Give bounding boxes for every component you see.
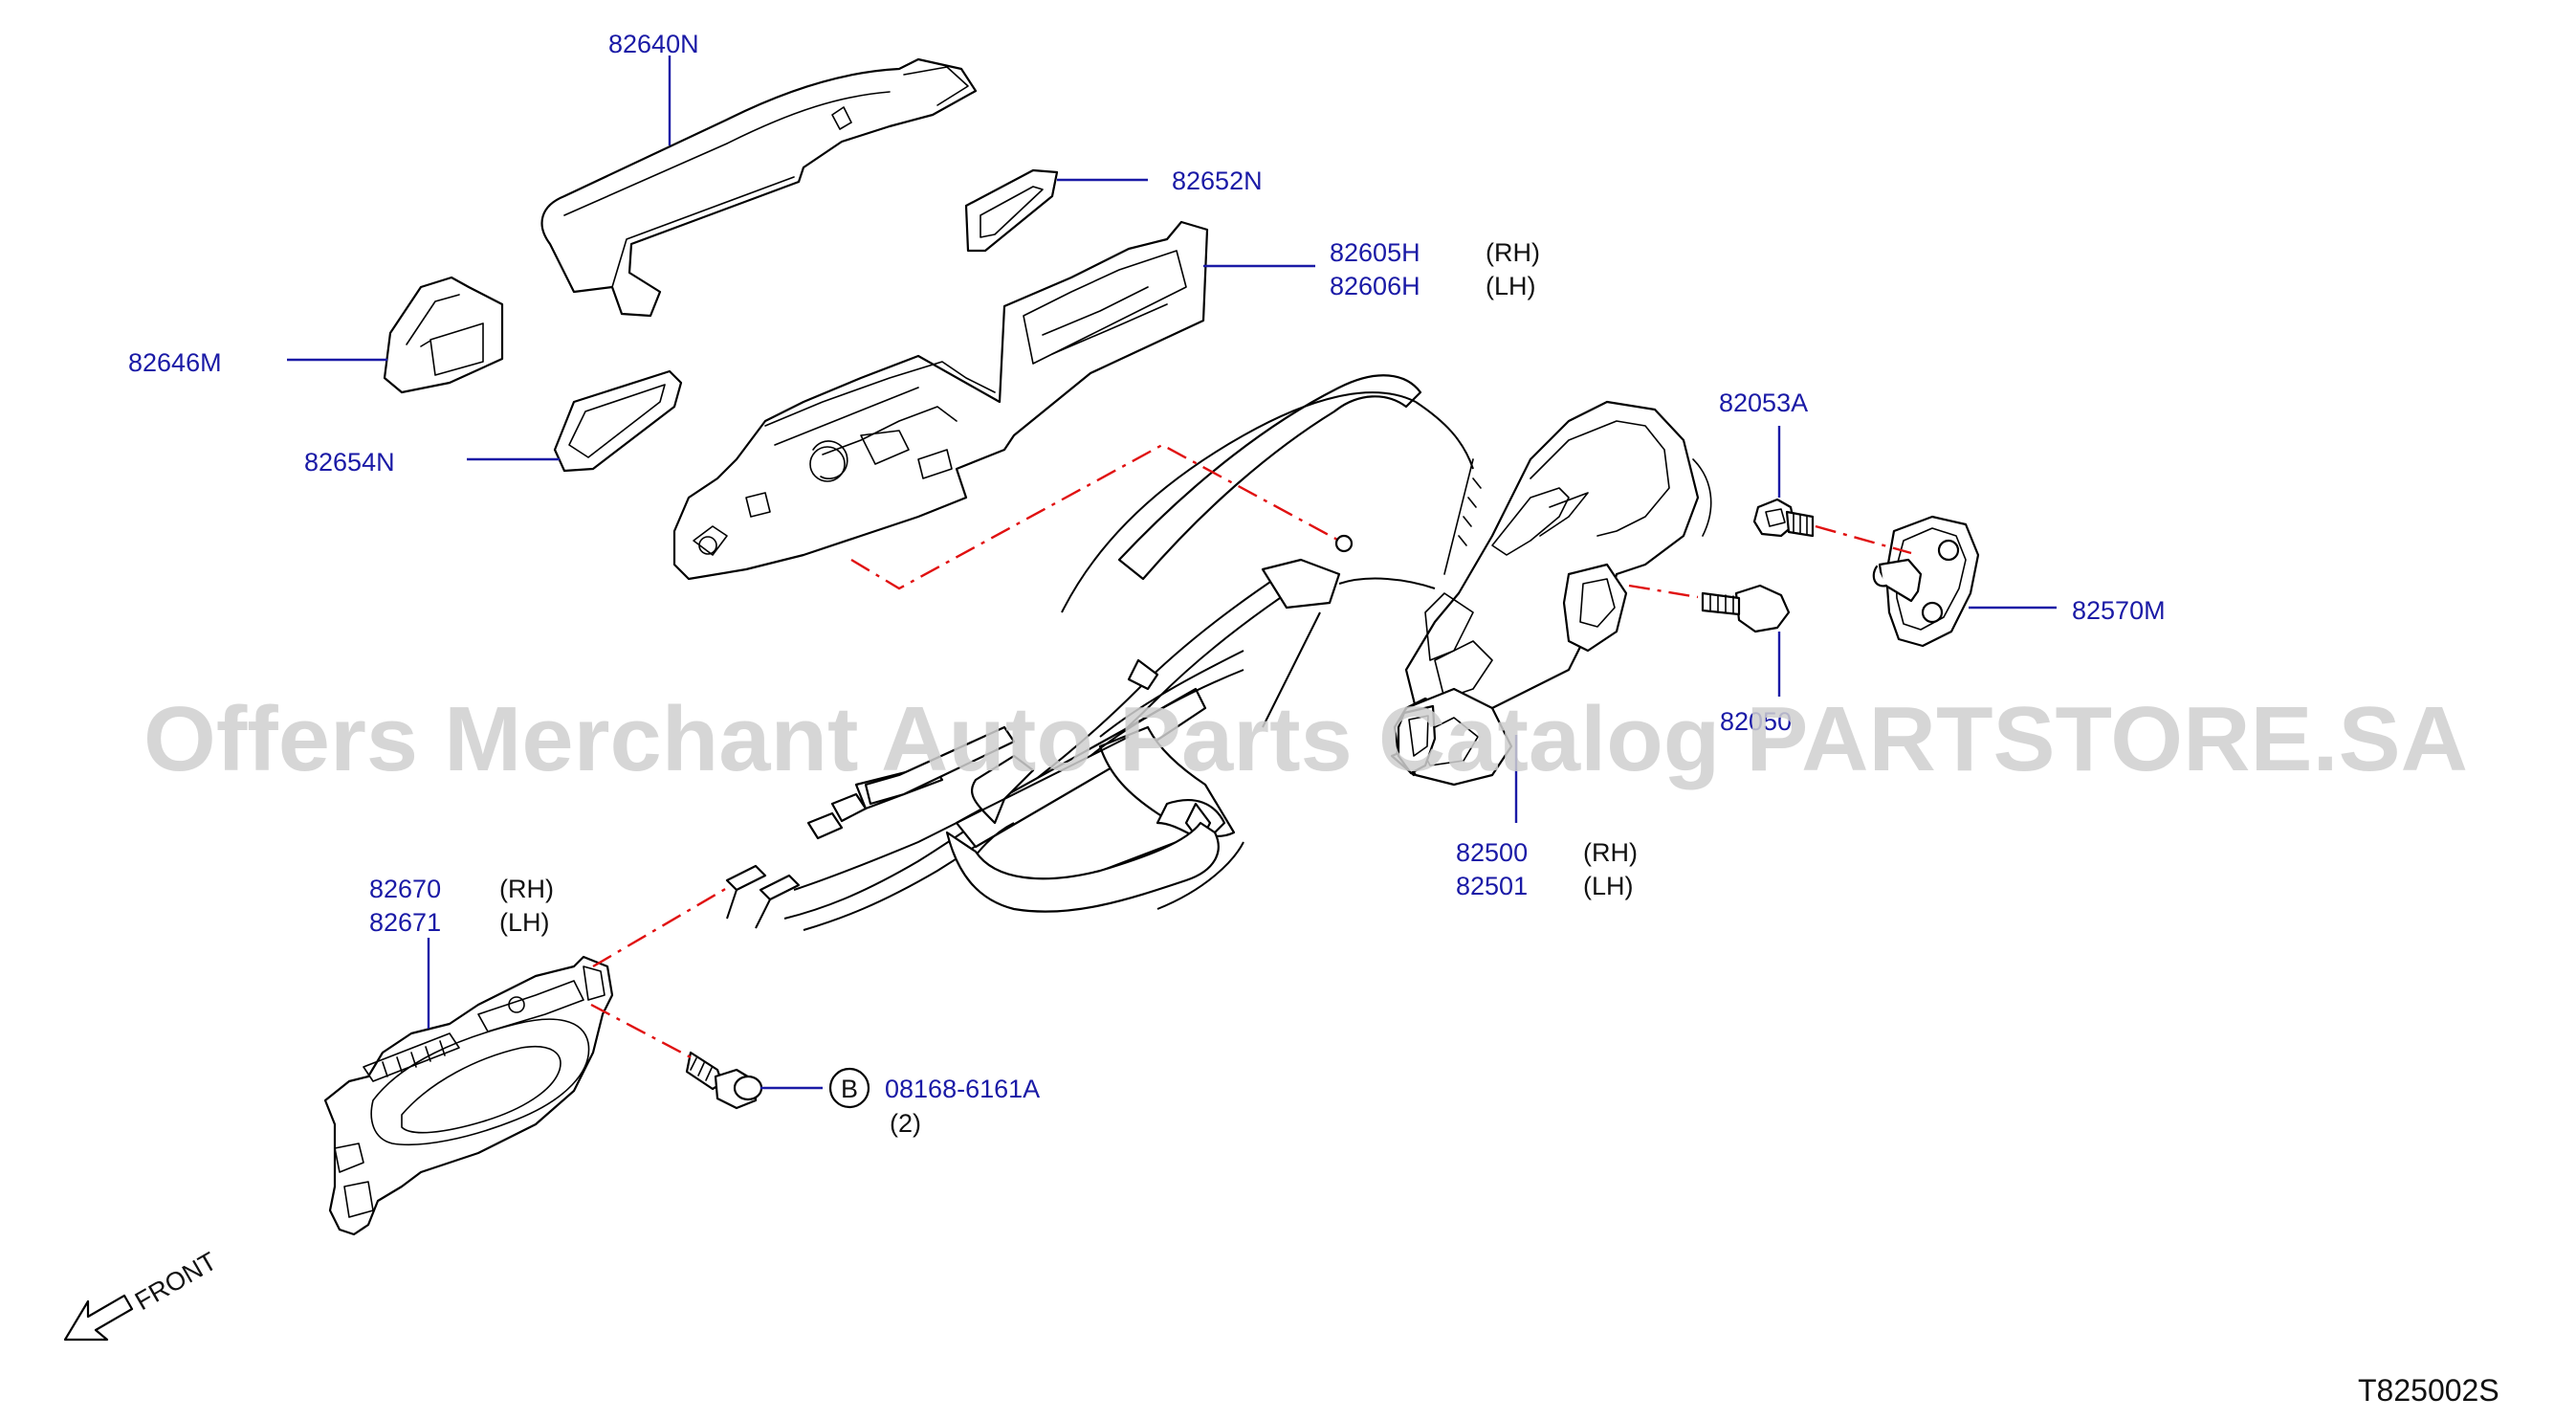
label-82654N[interactable]: 82654N bbox=[304, 448, 395, 477]
label-82500[interactable]: 82500 bbox=[1456, 838, 1528, 867]
actuator-connector bbox=[1397, 704, 1437, 775]
label-82640N[interactable]: 82640N bbox=[608, 30, 699, 58]
label-leader-lines bbox=[287, 55, 2057, 1090]
label-82501-side: (LH) bbox=[1583, 872, 1634, 900]
outside-handle-bracket bbox=[672, 220, 1209, 581]
label-82570M[interactable]: 82570M bbox=[2072, 596, 2166, 625]
label-82050[interactable]: 82050 bbox=[1720, 707, 1792, 736]
label-82606H-side: (LH) bbox=[1486, 272, 1536, 300]
label-82671[interactable]: 82671 bbox=[369, 908, 441, 937]
callout-b: B bbox=[828, 1067, 870, 1109]
label-82652N[interactable]: 82652N bbox=[1172, 166, 1263, 195]
striker-screw bbox=[1752, 498, 1815, 538]
watermark-text: Offers Merchant Auto Parts Catalog PARTS… bbox=[143, 688, 2468, 790]
diagram-code: T825002S bbox=[2358, 1373, 2499, 1408]
outside-handle-grip bbox=[540, 57, 978, 318]
label-82053A[interactable]: 82053A bbox=[1719, 388, 1808, 417]
label-08168-6161A[interactable]: 08168-6161A bbox=[885, 1075, 1040, 1103]
handle-key-cylinder-cap bbox=[383, 276, 504, 394]
actuator-screw bbox=[1701, 584, 1791, 633]
callout-b-letter: B bbox=[841, 1075, 858, 1103]
label-82605H[interactable]: 82605H bbox=[1330, 238, 1420, 267]
inside-handle bbox=[323, 955, 614, 1236]
label-82670[interactable]: 82670 bbox=[369, 875, 441, 903]
front-direction-indicator: FRONT bbox=[63, 1247, 222, 1342]
label-82500-side: (RH) bbox=[1583, 838, 1638, 867]
label-82501[interactable]: 82501 bbox=[1456, 872, 1528, 900]
label-82605H-side: (RH) bbox=[1486, 238, 1540, 267]
front-label: FRONT bbox=[130, 1247, 222, 1316]
door-striker bbox=[1872, 515, 1980, 648]
label-82606H[interactable]: 82606H bbox=[1330, 272, 1420, 300]
label-08168-6161A-qty: (2) bbox=[890, 1109, 921, 1138]
label-82670-side: (RH) bbox=[499, 875, 554, 903]
label-82646M[interactable]: 82646M bbox=[128, 348, 222, 377]
inside-handle-bolt bbox=[685, 1051, 763, 1110]
lower-cable-loop bbox=[945, 821, 1220, 913]
front-arrow-icon bbox=[63, 1294, 134, 1342]
handle-gasket-front bbox=[553, 369, 683, 473]
handle-escutcheon-rear bbox=[964, 168, 1059, 253]
label-82671-side: (LH) bbox=[499, 908, 550, 937]
assembly-link-lines bbox=[590, 443, 1912, 1059]
